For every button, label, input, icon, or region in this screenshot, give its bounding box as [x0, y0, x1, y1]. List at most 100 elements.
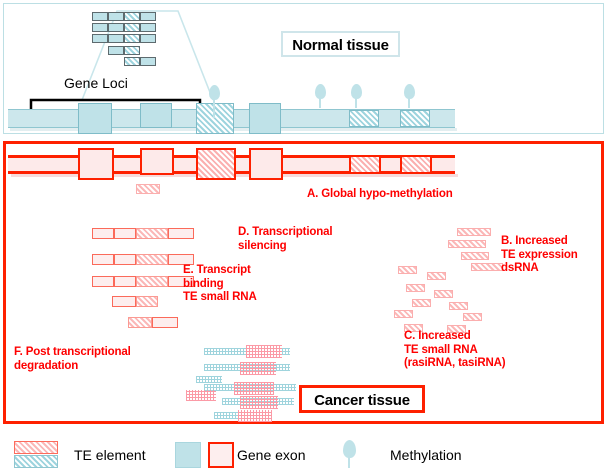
cancer-tissue-title: Cancer tissue	[299, 385, 425, 413]
cancer-te-element	[196, 148, 236, 180]
cancer-transcript	[92, 254, 194, 265]
legend-exon-red-swatch	[208, 442, 234, 468]
transcript-segment	[152, 317, 178, 328]
degraded-fragment	[246, 345, 282, 358]
legend-exon-label: Gene exon	[237, 447, 306, 463]
transcript-segment	[108, 23, 124, 32]
step-d-label: D. Transcriptional silencing	[238, 226, 333, 252]
normal-te-element	[400, 110, 430, 127]
step-a-label: A. Global hypo-methylation	[307, 188, 453, 200]
normal-transcript	[92, 34, 156, 43]
transcript-segment	[140, 23, 156, 32]
step-c-label: C. Increased TE small RNA (rasiRNA, tasi…	[404, 330, 506, 369]
transcript-segment	[140, 12, 156, 21]
normal-transcript	[92, 23, 156, 32]
transcript-segment	[168, 228, 194, 239]
legend-te-teal-swatch	[14, 455, 58, 468]
te-small-rna	[463, 313, 482, 321]
transcript-segment	[140, 34, 156, 43]
normal-transcript	[92, 12, 156, 21]
cancer-exon	[78, 148, 114, 180]
cancer-te-element	[400, 155, 432, 174]
degraded-fragment	[214, 412, 244, 419]
normal-exon	[78, 103, 112, 134]
cancer-te-element	[349, 155, 381, 174]
methylation-stem	[408, 97, 410, 108]
transcript-segment	[92, 228, 114, 239]
transcript-segment	[168, 254, 194, 265]
silenced-te-fragment	[136, 184, 160, 194]
te-small-rna	[394, 310, 413, 318]
transcript-segment	[168, 276, 194, 287]
legend-te-label: TE element	[74, 447, 146, 463]
dsrna-molecule	[448, 240, 486, 248]
dsrna-molecule	[471, 263, 503, 271]
te-small-rna	[449, 302, 468, 310]
transcript-te-segment	[136, 296, 158, 307]
degraded-fragment	[196, 376, 222, 383]
cancer-transcript	[92, 276, 194, 287]
gene-loci-label: Gene Loci	[64, 75, 128, 91]
transcript-te-segment	[124, 23, 140, 32]
te-small-rna	[404, 324, 423, 332]
cancer-transcript	[92, 228, 194, 239]
transcript-segment	[114, 228, 136, 239]
methylation-stem	[355, 97, 357, 108]
transcript-segment	[114, 254, 136, 265]
legend: TE element Gene exon Methylation	[0, 428, 609, 475]
transcript-te-segment	[124, 34, 140, 43]
methylation-head	[315, 84, 326, 99]
step-b-label: B. Increased TE expression dsRNA	[501, 235, 578, 274]
degraded-fragment	[240, 396, 278, 409]
degraded-fragment	[234, 382, 274, 395]
methylation-stem	[348, 456, 350, 468]
te-small-rna	[447, 325, 466, 333]
normal-te-element	[349, 110, 379, 127]
normal-exon	[140, 103, 172, 128]
methylation-stem	[213, 98, 215, 118]
te-small-rna	[427, 272, 446, 280]
cancer-transcript	[112, 296, 158, 307]
te-small-rna	[412, 299, 431, 307]
transcript-te-segment	[136, 254, 168, 265]
transcript-te-segment	[128, 317, 152, 328]
cancer-exon	[140, 148, 174, 175]
normal-transcript	[108, 46, 140, 55]
normal-te-element	[196, 103, 234, 134]
degraded-fragment	[240, 362, 276, 375]
normal-tissue-title: Normal tissue	[281, 31, 400, 57]
degraded-fragment	[186, 390, 216, 401]
transcript-segment	[92, 34, 108, 43]
transcript-segment	[92, 254, 114, 265]
transcript-te-segment	[124, 46, 140, 55]
transcript-segment	[108, 46, 124, 55]
cancer-exon	[249, 148, 283, 180]
legend-exon-teal-swatch	[175, 442, 201, 468]
normal-transcript	[124, 57, 156, 66]
dsrna-molecule	[461, 252, 489, 260]
transcript-te-segment	[124, 12, 140, 21]
step-e-label: E. Transcript binding TE small RNA	[183, 264, 257, 303]
transcript-te-segment	[136, 276, 168, 287]
transcript-te-segment	[136, 228, 168, 239]
transcript-segment	[92, 12, 108, 21]
dsrna-molecule	[457, 228, 491, 236]
transcript-segment	[92, 23, 108, 32]
te-small-rna	[406, 284, 425, 292]
transcript-segment	[108, 12, 124, 21]
transcript-segment	[114, 276, 136, 287]
te-small-rna	[434, 290, 453, 298]
transcript-segment	[140, 57, 156, 66]
methylation-stem	[319, 97, 321, 108]
transcript-segment	[112, 296, 136, 307]
methylation-head	[343, 440, 356, 458]
step-f-label: F. Post transcriptional degradation	[14, 346, 131, 372]
te-small-rna	[398, 266, 417, 274]
legend-te-red-swatch	[14, 441, 58, 454]
cancer-transcript	[128, 317, 178, 328]
normal-exon	[249, 103, 281, 134]
degraded-fragment	[238, 410, 272, 422]
methylation-head	[351, 84, 362, 99]
transcript-segment	[108, 34, 124, 43]
legend-methylation-label: Methylation	[390, 447, 462, 463]
